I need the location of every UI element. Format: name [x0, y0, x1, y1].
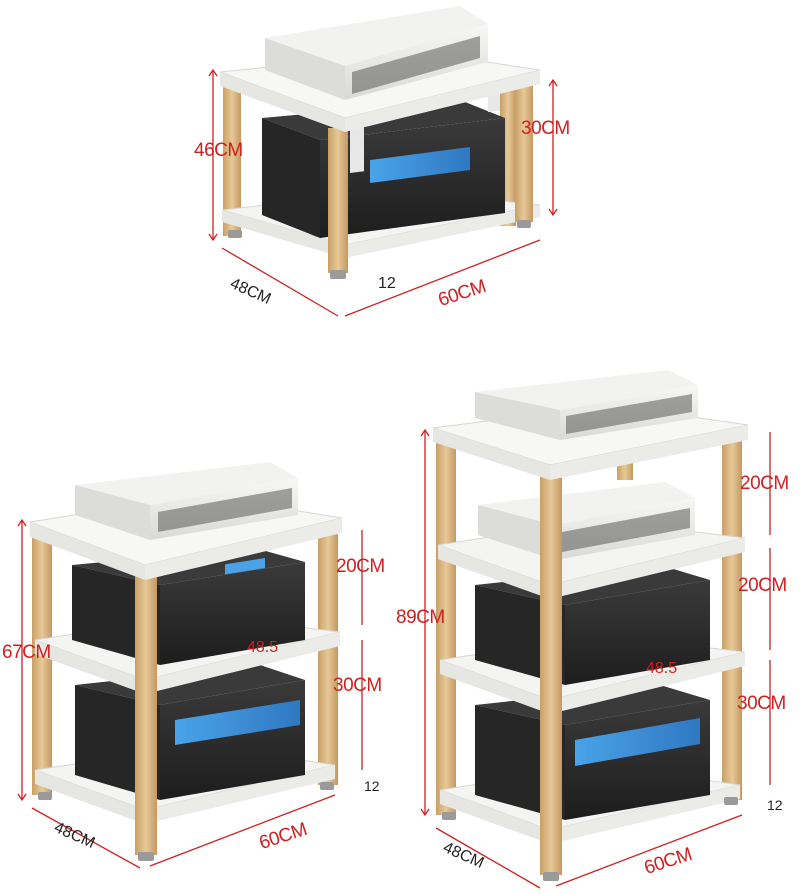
power-amplifier [262, 66, 505, 238]
foot [320, 782, 334, 790]
shelf-edge [550, 785, 740, 844]
leg [515, 82, 533, 222]
rack1-tier-label: 30CM [521, 118, 570, 139]
rack2-tier-label-2: 30CM [333, 675, 382, 696]
cd-player [75, 462, 298, 540]
shelf-edge [550, 652, 745, 714]
dimension-lines [17, 68, 771, 889]
foot [442, 812, 456, 820]
foot [543, 872, 559, 881]
shelf-edge [145, 518, 342, 580]
shelf-edge [345, 205, 540, 258]
shelf-edge [222, 210, 345, 258]
rack3-tier-label-2: 20CM [738, 575, 787, 596]
rack3-tier-label-3: 30CM [737, 693, 786, 714]
leg [318, 530, 338, 785]
shelf-edge [433, 428, 550, 480]
foot [724, 797, 738, 805]
rack2-tier-label-1: 20CM [336, 556, 385, 577]
rack1-height-label: 46CM [194, 140, 243, 161]
rack2-inner-label: 48.5 [247, 639, 279, 656]
rack2-height-label: 67CM [2, 642, 51, 663]
rack-three-tier [28, 462, 343, 861]
shelf-edge [440, 660, 550, 714]
rack2-leg-label: 12 [364, 778, 380, 794]
shelf-edge [30, 522, 145, 580]
rack3-height-label: 89CM [396, 607, 445, 628]
shelf-edge [550, 538, 745, 599]
foot [138, 852, 154, 861]
shelf-edge [35, 640, 145, 694]
shelf-edge [35, 770, 145, 824]
cd-player [478, 482, 695, 560]
shelf-edge [345, 70, 540, 132]
rack3-tier-label-1: 20CM [740, 473, 789, 494]
rack3-leg-label: 12 [767, 797, 783, 813]
power-amplifier [75, 665, 305, 800]
leg [436, 430, 456, 815]
leg [328, 128, 348, 273]
cd-player [265, 6, 488, 100]
foot [517, 220, 531, 228]
cd-player [475, 370, 698, 440]
foot [38, 792, 52, 800]
leg [722, 430, 742, 800]
power-amplifier [475, 685, 710, 820]
leg [223, 86, 241, 236]
shelf-edge [438, 545, 550, 599]
leg [32, 535, 52, 795]
leg [540, 455, 562, 875]
foot [330, 270, 346, 279]
rack3-inner-label: 48.5 [646, 660, 678, 677]
shelf-edge [145, 765, 335, 824]
shelf-edge [145, 632, 340, 694]
foot [228, 230, 242, 238]
shelf-edge [550, 425, 748, 480]
rack-four-tier [432, 370, 749, 881]
leg [135, 560, 157, 855]
rack-two-tier [219, 6, 541, 279]
rack1-leg-label: 12 [378, 275, 396, 292]
shelf-edge [220, 72, 345, 132]
shelf-edge [440, 790, 550, 844]
